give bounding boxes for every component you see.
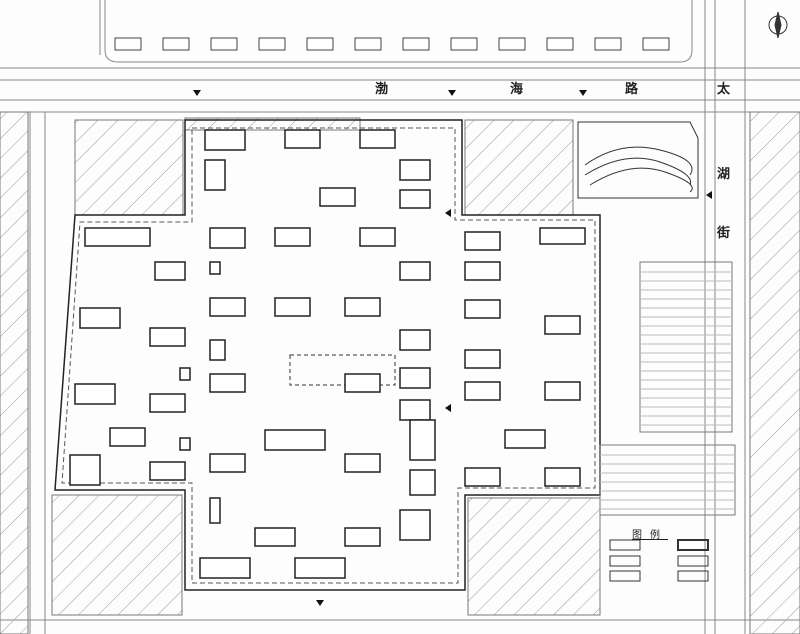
building [544,381,581,401]
building [399,189,431,209]
building [209,297,246,317]
existing-building [450,37,478,51]
building [464,299,501,319]
east-road-label: 街 [717,226,731,241]
building [109,427,146,447]
building [344,453,381,473]
building [399,399,431,421]
buildings [69,129,586,579]
inner-boundary [61,127,596,584]
building [69,454,101,486]
building [409,419,436,461]
building [284,129,321,149]
hatched-zone-nw [74,119,184,216]
building [204,159,226,191]
north-arrow-icon [768,11,788,39]
building [84,227,151,247]
existing-building [642,37,670,51]
existing-building [354,37,382,51]
building [149,393,186,413]
building [359,129,396,149]
existing-building [306,37,334,51]
building [539,227,586,245]
building [179,367,191,381]
building [274,297,311,317]
north-road-label: 海 [510,82,524,97]
building [154,261,186,281]
hatched-zone-se [467,497,601,616]
building [209,497,221,524]
existing-building [546,37,574,51]
building [344,297,381,317]
existing-building [114,37,142,51]
data-table [599,261,736,516]
building [274,227,311,247]
building [464,467,501,487]
building [464,349,501,369]
existing-building [162,37,190,51]
building [399,261,431,281]
building [409,469,436,496]
building [149,327,186,347]
hatched-zone-ne [464,119,574,216]
building [209,261,221,275]
legend-title: 图例 [632,530,668,541]
building [319,187,356,207]
hatched-zone-west [0,111,29,634]
building [209,227,246,249]
building [74,383,116,405]
existing-building [402,37,430,51]
building [359,227,396,247]
existing-building [498,37,526,51]
east-road-label: 太 [717,82,731,97]
legend [609,539,709,582]
building [399,159,431,181]
existing-building [594,37,622,51]
building [464,261,501,281]
building [399,367,431,389]
building [254,527,296,547]
building [504,429,546,449]
building [149,461,186,481]
building [544,467,581,487]
hatched-zone-east [749,111,800,634]
building [544,315,581,335]
site-boundary [54,119,601,591]
building [464,231,501,251]
existing-building [258,37,286,51]
building [79,307,121,329]
north-road-label: 渤 [375,82,389,97]
building [199,557,251,579]
building [264,429,326,451]
building [399,509,431,541]
east-road-label: 湖 [717,167,731,182]
park-area [577,121,699,199]
building [294,557,346,579]
dashed-zone [289,354,396,386]
building [204,129,246,151]
building [209,339,226,361]
building [464,381,501,401]
hatched-zone-sw [51,494,183,616]
hatched-zones [0,111,800,634]
building [209,373,246,393]
building [399,329,431,351]
building [209,453,246,473]
building [179,437,191,451]
entrance-markers [193,90,712,606]
north-road-label: 路 [625,82,639,97]
existing-building [210,37,238,51]
building [344,373,381,393]
building [344,527,381,547]
